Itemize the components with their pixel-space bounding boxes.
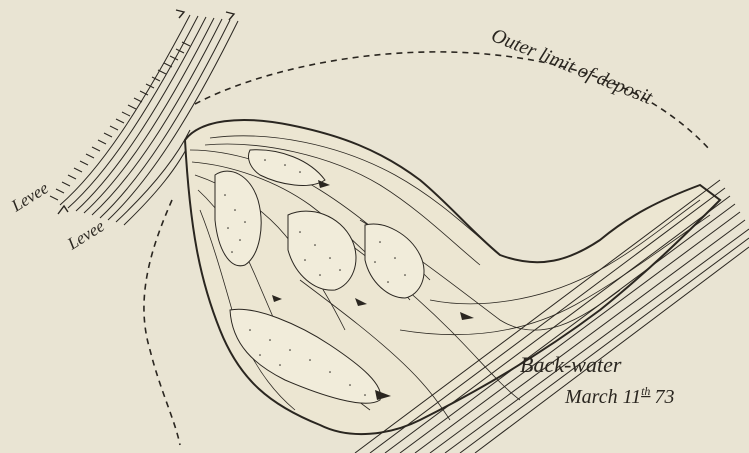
- outer-limit-dashed-line-west: [144, 200, 180, 445]
- back-water-label: Back-water: [520, 352, 622, 377]
- flow-arrow-lower: [58, 206, 68, 214]
- outer-limit-label: Outer limit of deposit: [488, 24, 656, 109]
- date-main: March 11: [564, 386, 641, 408]
- date-year: 73: [654, 386, 674, 408]
- flow-arrow-upper-2: [226, 12, 234, 20]
- date-label: March 11th 73: [564, 384, 674, 408]
- levee-label-lower: Levee: [63, 216, 108, 254]
- date-superscript: th: [641, 384, 650, 398]
- flow-arrow-upper: [176, 10, 184, 18]
- levee-label-upper: Levee: [7, 178, 52, 216]
